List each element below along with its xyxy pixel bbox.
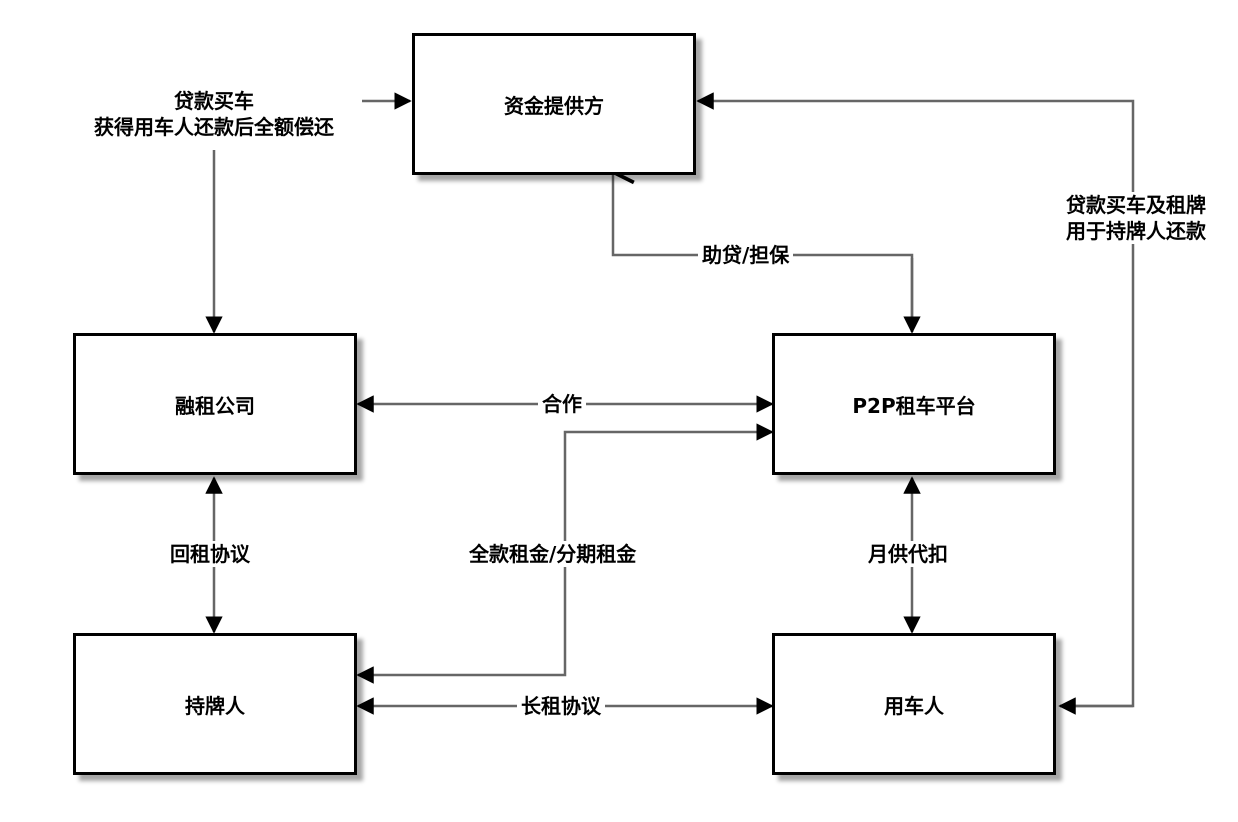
edge-label-platform-user: 月供代扣 bbox=[866, 541, 950, 567]
node-leasing-company: 融租公司 bbox=[73, 333, 357, 475]
edge-label-user-funder-line2: 用于持牌人还款 bbox=[1066, 219, 1206, 243]
node-plate-holder: 持牌人 bbox=[73, 633, 357, 775]
edge-label-user-funder-line1: 贷款买车及租牌 bbox=[1066, 193, 1206, 217]
node-car-user-label: 用车人 bbox=[884, 693, 944, 718]
edge-label-user-funder: 贷款买车及租牌 用于持牌人还款 bbox=[1048, 192, 1224, 244]
node-p2p-platform-label: P2P租车平台 bbox=[852, 393, 976, 418]
node-funder-label: 资金提供方 bbox=[504, 93, 604, 118]
node-car-user: 用车人 bbox=[772, 633, 1056, 775]
edge-label-holder-platform: 全款租金/分期租金 bbox=[465, 541, 641, 567]
edge-label-holder-user: 长租协议 bbox=[517, 693, 605, 719]
edge-label-loan: 贷款买车 获得用车人还款后全额偿还 bbox=[68, 88, 360, 140]
node-funder: 资金提供方 bbox=[412, 33, 696, 175]
node-p2p-platform: P2P租车平台 bbox=[772, 333, 1056, 475]
edge-label-loan-line2: 获得用车人还款后全额偿还 bbox=[94, 115, 334, 139]
node-leasing-company-label: 融租公司 bbox=[175, 393, 255, 418]
edge-label-loan-line1: 贷款买车 bbox=[174, 89, 254, 113]
edge-label-funder-platform: 助贷/担保 bbox=[698, 242, 794, 268]
edge-label-leasing-holder: 回租协议 bbox=[168, 541, 252, 567]
edge-label-leasing-platform: 合作 bbox=[538, 391, 586, 417]
node-plate-holder-label: 持牌人 bbox=[185, 693, 245, 718]
